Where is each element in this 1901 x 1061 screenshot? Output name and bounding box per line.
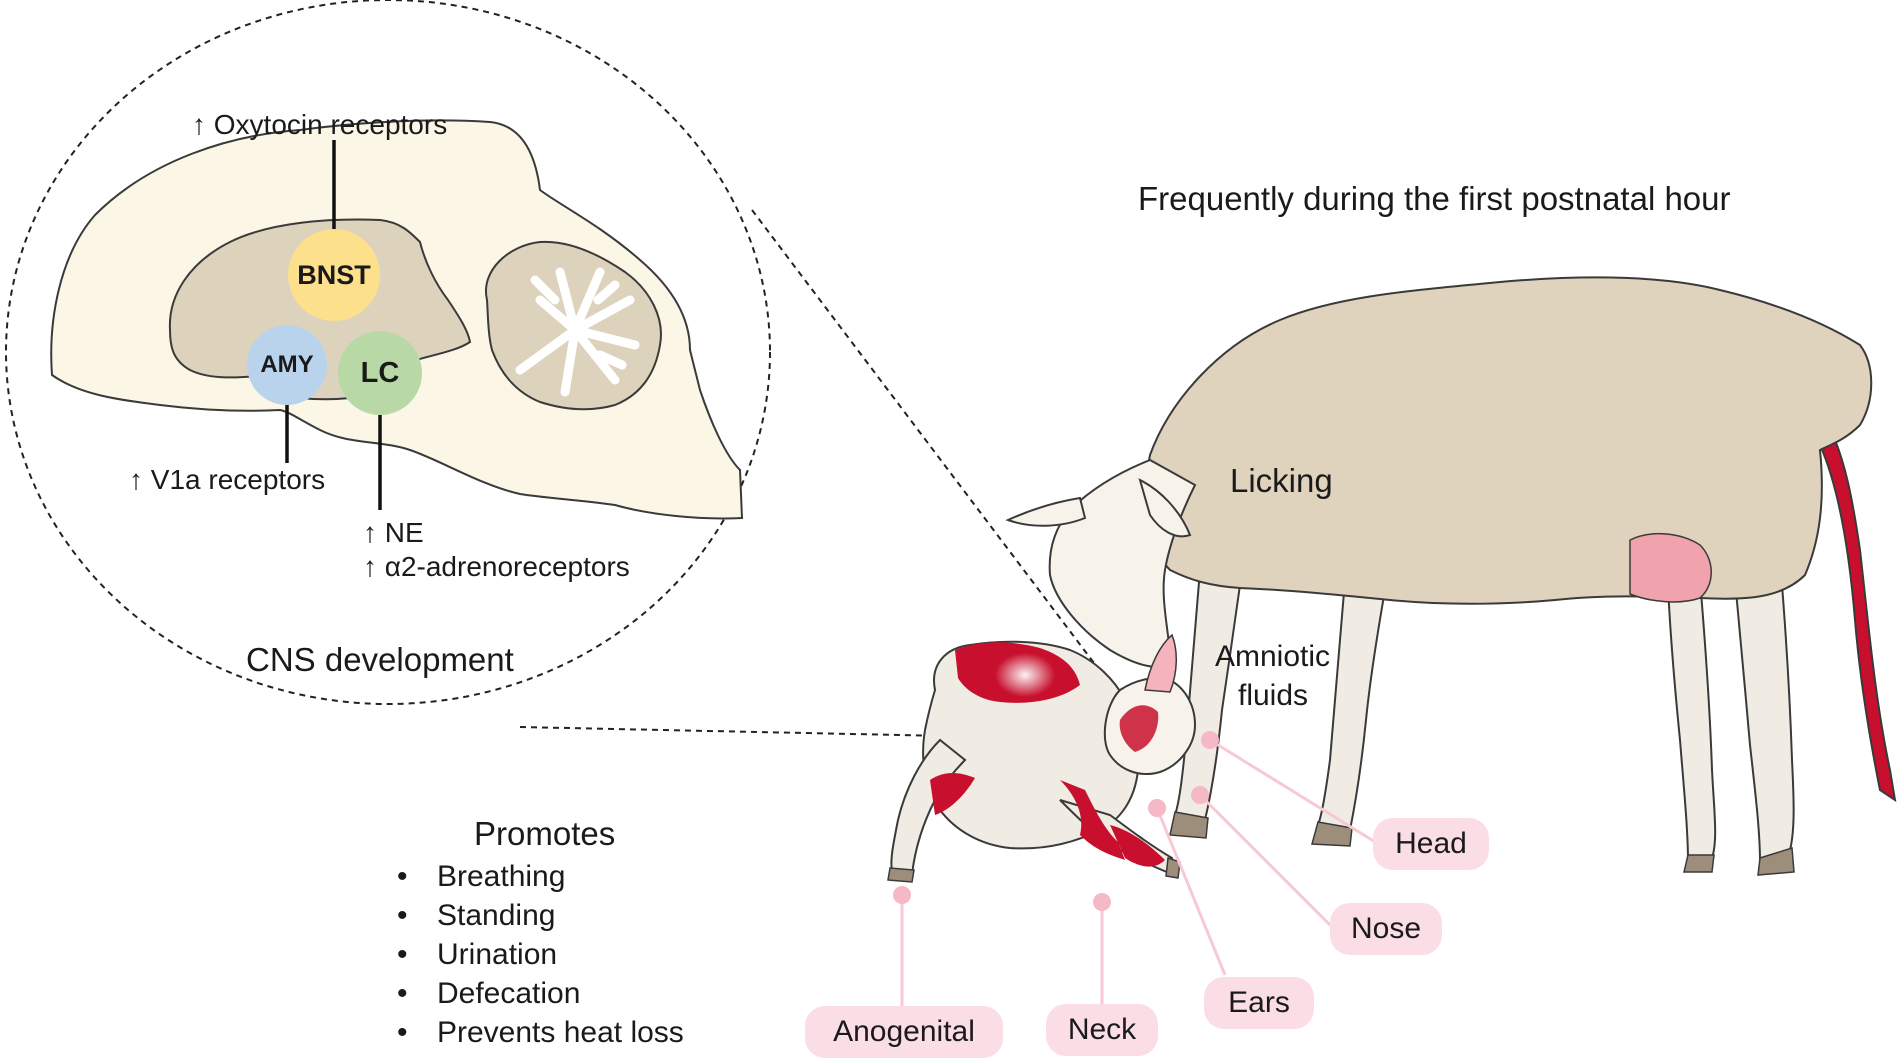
amniotic-label-line1: Amniotic — [1215, 640, 1331, 673]
ewe-front-leg — [1316, 578, 1387, 832]
ewe-back-leg — [1733, 558, 1795, 864]
promotes-item: Breathing — [397, 857, 684, 896]
lc-circle — [338, 331, 422, 415]
amniotic-label-line2: fluids — [1238, 679, 1309, 712]
ne-label: ↑ NE — [363, 517, 424, 548]
ewe-body — [1145, 276, 1873, 605]
ewe-tail — [1818, 438, 1897, 803]
ewe-ear — [1005, 496, 1087, 527]
region-pill-head: Head — [1373, 818, 1489, 870]
callout-dot-ears — [1148, 799, 1166, 817]
promotes-heading: Promotes — [474, 815, 616, 852]
callout-line-ears — [1155, 807, 1227, 976]
zoom-circle — [5, 0, 771, 705]
amy-circle — [247, 325, 327, 405]
cns-development-caption: CNS development — [246, 641, 514, 678]
callout-dot-neck — [1093, 893, 1111, 911]
promotes-item: Urination — [397, 935, 684, 974]
callouts — [900, 738, 1381, 1010]
callout-dot-anogenital — [893, 886, 911, 904]
diagram-title: Frequently during the first postnatal ho… — [1138, 180, 1731, 217]
promotes-item: Prevents heat loss — [397, 1013, 684, 1052]
callout-line-nose — [1198, 793, 1332, 927]
region-pill-neck: Neck — [1046, 1004, 1158, 1056]
callout-dots — [893, 731, 1219, 911]
lamb — [887, 633, 1197, 883]
lamb-ear — [1144, 633, 1177, 693]
oxytocin-receptors-label: ↑ Oxytocin receptors — [192, 109, 448, 140]
v1a-receptors-label: ↑ V1a receptors — [129, 464, 326, 495]
bnst-label: BNST — [297, 260, 371, 290]
ewe-ear-right — [1138, 478, 1192, 538]
promotes-item: Standing — [397, 896, 684, 935]
lamb-lick-belly — [930, 773, 975, 815]
lc-label: LC — [360, 357, 400, 389]
callout-dot-head — [1201, 731, 1219, 749]
lamb-lick-head — [1119, 705, 1159, 752]
zoom-line-lower — [519, 726, 1138, 741]
region-pill-anogenital: Anogenital — [805, 1006, 1003, 1058]
ewe — [1005, 276, 1897, 876]
promotes-list: Breathing Standing Urination Defecation … — [397, 857, 684, 1052]
brain-sagittal — [50, 119, 744, 520]
callout-line-head — [1209, 738, 1381, 847]
arbor-vitae — [515, 267, 640, 397]
ewe-back-leg-far — [1666, 578, 1717, 864]
ewe-hooves — [1169, 811, 1795, 876]
ewe-udder — [1629, 532, 1712, 603]
callout-dot-nose — [1191, 786, 1209, 804]
region-pill-nose: Nose — [1330, 903, 1442, 955]
lamb-hooves — [887, 856, 1181, 883]
lamb-lick-leg — [1110, 825, 1165, 867]
region-pill-ears: Ears — [1204, 977, 1314, 1029]
zoom-line-upper — [751, 209, 1138, 721]
lamb-lick-neck — [1060, 780, 1125, 860]
amy-label: AMY — [260, 351, 314, 378]
licking-label: Licking — [1230, 462, 1333, 499]
promotes-item: Defecation — [397, 974, 684, 1013]
lamb-lick-gloss — [995, 653, 1055, 697]
bnst-circle — [288, 229, 380, 321]
alpha2-receptors-label: ↑ α2-adrenoreceptors — [363, 551, 630, 582]
